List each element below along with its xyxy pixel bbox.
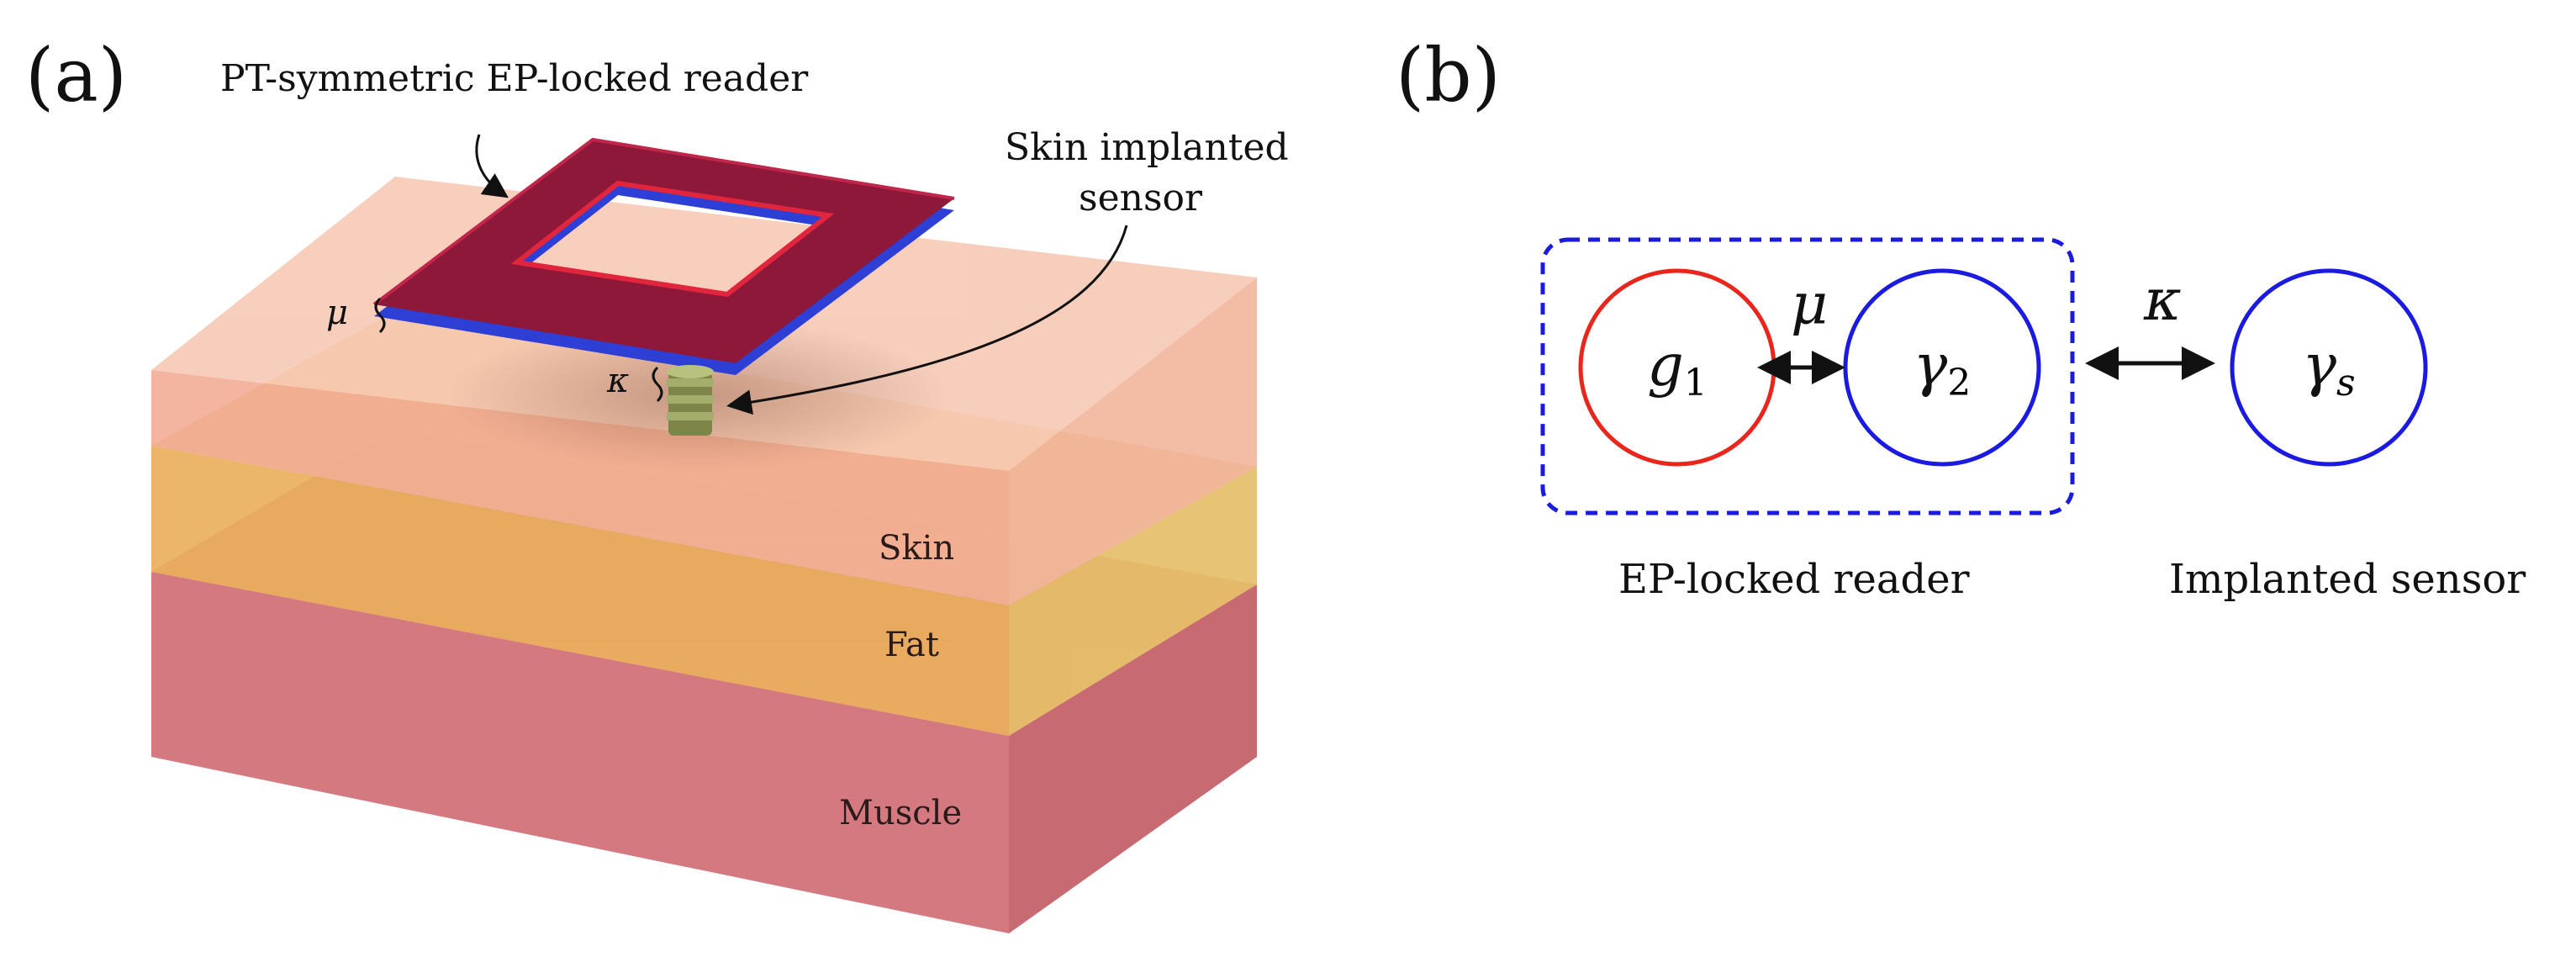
- fat-side-face: [1009, 467, 1257, 736]
- sensor-label-base: γ: [2302, 333, 2336, 399]
- loss-label-sub: 2: [1947, 362, 1971, 404]
- sensor-label-sub: s: [2336, 362, 2356, 404]
- implanted-sensor: [667, 365, 714, 436]
- sensor-top: [667, 365, 714, 378]
- sensor-caption-line1: Skin implanted: [1005, 126, 1289, 169]
- sensor-resonator: γs: [2230, 268, 2428, 467]
- sensor-caption-line2: sensor: [1079, 177, 1203, 219]
- loss-resonator: γ2: [1843, 268, 2041, 467]
- kappa-squiggle: [652, 366, 663, 403]
- sensor-ring-2: [667, 395, 714, 404]
- gain-label: g1: [1647, 333, 1708, 404]
- sensor-ring-3: [667, 412, 714, 420]
- reader-leader-arrow: [475, 134, 509, 198]
- panel-b: (b) g1 γ2 γs μ κ: [1396, 32, 2526, 603]
- skin-side-face: [1009, 278, 1257, 605]
- loss-label-base: γ: [1914, 333, 1948, 399]
- sensor-ring-1: [667, 378, 714, 387]
- gain-resonator: g1: [1578, 268, 1776, 467]
- muscle-label: Muscle: [839, 794, 962, 832]
- reader-coil: [372, 137, 955, 375]
- sensor-leader-arrow: [726, 225, 1128, 415]
- skin-label: Skin: [879, 529, 954, 568]
- panel-a-label: (a): [25, 32, 127, 119]
- loss-circle: [1843, 268, 2041, 467]
- sensor-label: γs: [2302, 333, 2355, 404]
- loss-label: γ2: [1914, 333, 1972, 404]
- sensor-circle: [2230, 268, 2428, 467]
- mu-squiggle: [374, 297, 386, 334]
- reader-caption-a: PT-symmetric EP-locked reader: [220, 57, 809, 100]
- fat-label: Fat: [884, 626, 939, 664]
- muscle-side-face: [1009, 584, 1257, 933]
- gain-label-sub: 1: [1684, 362, 1708, 404]
- reader-caption-b: EP-locked reader: [1618, 556, 1970, 603]
- fat-front-face: [151, 446, 1009, 736]
- sensor-caption-b: Implanted sensor: [2169, 556, 2526, 603]
- kappa-symbol-a: κ: [606, 362, 629, 400]
- mu-symbol-a: μ: [326, 293, 348, 332]
- coil-outer-rim: [372, 137, 955, 306]
- gain-label-base: g: [1647, 333, 1684, 399]
- kappa-symbol-b: κ: [2143, 267, 2182, 334]
- panel-b-label: (b): [1396, 32, 1501, 119]
- panel-a: (a): [25, 32, 1289, 933]
- muscle-front-face: [151, 572, 1009, 933]
- coil-inner-rim: [510, 180, 835, 298]
- mu-symbol-b: μ: [1791, 272, 1828, 338]
- skin-front-face: [151, 370, 1009, 605]
- reader-frame: [1540, 237, 2075, 515]
